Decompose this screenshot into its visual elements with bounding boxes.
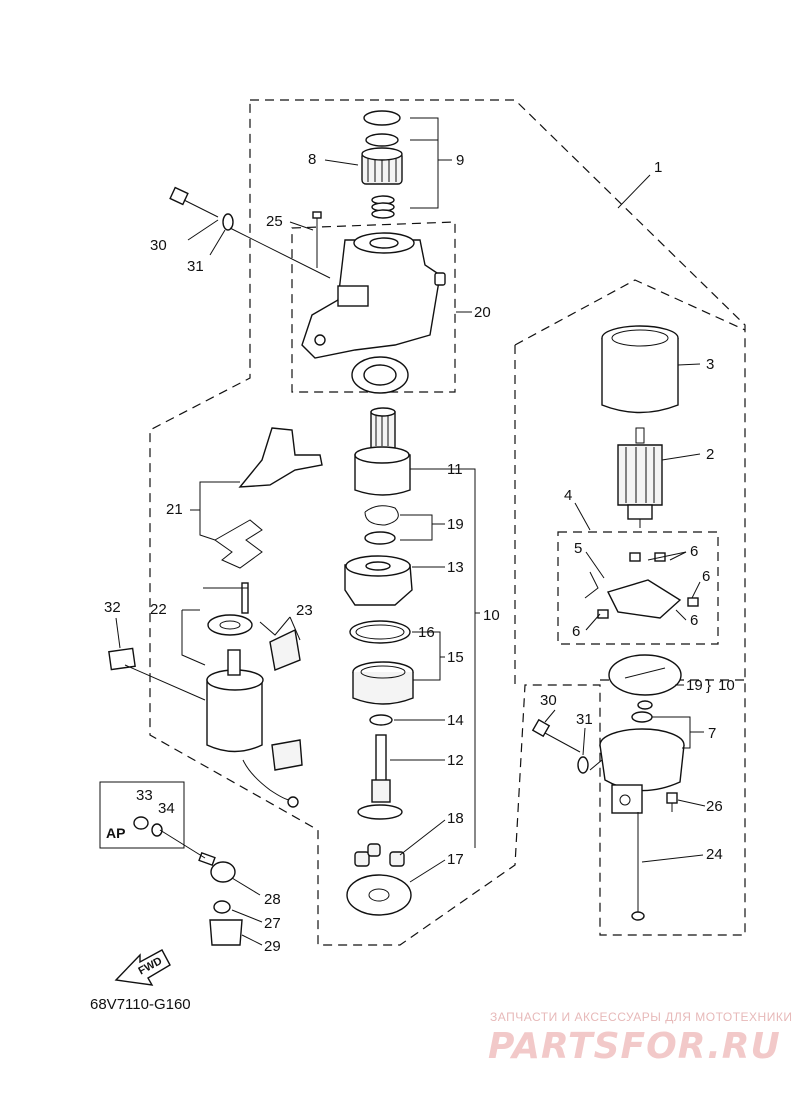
diagram-code: 68V7110-G160 [90, 996, 191, 1013]
callout-30-top: 30 [150, 237, 167, 254]
internal-gear [352, 661, 414, 705]
ring-bottom [365, 133, 399, 147]
bolt-30-top [169, 186, 219, 218]
lead-wire [242, 759, 291, 801]
end-cover [599, 728, 685, 814]
callout-24: 24 [706, 846, 723, 863]
callout-12: 12 [447, 752, 464, 769]
callout-13: 13 [447, 559, 464, 576]
screw-26 [666, 792, 678, 812]
callout-3: 3 [706, 356, 714, 373]
callout-8: 8 [308, 151, 316, 168]
thrust-washer-2 [631, 711, 653, 723]
label-plate [108, 647, 136, 671]
callout-1: 1 [654, 159, 662, 176]
callout-27: 27 [264, 915, 281, 932]
callout-31-right: 31 [576, 711, 593, 728]
washer-31-right [577, 756, 589, 774]
callout-30-right: 30 [540, 692, 557, 709]
callout-19-right: 19 [686, 677, 703, 694]
callout-32: 32 [104, 599, 121, 616]
sleeve-bearing [369, 714, 393, 726]
watermark-tagline: ЗАПЧАСТИ И АКСЕССУАРЫ ДЛЯ МОТОТЕХНИКИ [490, 1010, 792, 1024]
callout-14: 14 [447, 712, 464, 729]
magnetic-switch [206, 582, 264, 753]
shift-lever [214, 427, 323, 569]
callout-28: 28 [264, 891, 281, 908]
planet-gears [354, 843, 405, 867]
gear-case [344, 555, 413, 606]
o-ring [349, 620, 411, 644]
callout-33: 33 [136, 787, 153, 804]
brush-holder [584, 552, 699, 619]
wire-terminal [287, 796, 299, 808]
ap-box-label: AP [106, 825, 125, 841]
terminal-bolt [198, 851, 236, 883]
callout-15: 15 [447, 649, 464, 666]
armature [617, 427, 663, 528]
yoke [601, 325, 679, 414]
callout-4: 4 [564, 487, 572, 504]
bolt-30-right [531, 718, 581, 753]
callout-22: 22 [150, 601, 167, 618]
pinion-shaft [357, 734, 403, 820]
return-spring [371, 195, 395, 219]
callout-11: 11 [447, 461, 463, 478]
callout-10: 10 [483, 607, 500, 624]
plate [346, 874, 412, 916]
callout-34: 34 [158, 800, 175, 817]
callout-6a: 6 [690, 543, 698, 560]
callout-6c: 6 [572, 623, 580, 640]
callout-23: 23 [296, 602, 313, 619]
callout-6d: 6 [690, 612, 698, 629]
washer-31-top [222, 213, 234, 231]
callout-10-right: 10 [718, 677, 735, 694]
overrunning-clutch [354, 407, 411, 496]
watermark-brand: PARTSFOR.RU [488, 1026, 781, 1067]
brake-disc [608, 654, 682, 696]
ap-box [99, 781, 185, 849]
assembly-boundary [149, 99, 746, 946]
thrust-washer-1 [637, 700, 653, 710]
callout-25: 25 [266, 213, 283, 230]
callout-19: 19 [447, 516, 464, 533]
callout-16: 16 [418, 624, 435, 641]
callout-26: 26 [706, 798, 723, 815]
bracket-19-10: } [706, 677, 711, 694]
inner-boundary [514, 279, 746, 346]
callout-18: 18 [447, 810, 464, 827]
drive-housing [301, 232, 446, 359]
bolt-25 [312, 211, 322, 268]
callout-21: 21 [166, 501, 183, 518]
drive-housing-subgroup-boundary [291, 221, 456, 393]
cap-29 [209, 919, 243, 946]
ring-top [363, 110, 401, 126]
brush-holder-subgroup-boundary [557, 531, 719, 645]
fwd-arrow-icon [114, 949, 171, 986]
nut-27 [213, 900, 231, 914]
callout-31-top: 31 [187, 258, 204, 275]
rubber-boots [269, 628, 303, 771]
callout-17: 17 [447, 851, 464, 868]
nut-33 [133, 816, 149, 830]
callout-7: 7 [708, 725, 716, 742]
callout-5: 5 [574, 540, 582, 557]
bearing [351, 356, 409, 394]
leader-lines [115, 117, 706, 946]
callout-20: 20 [474, 304, 491, 321]
washer-19 [364, 531, 396, 545]
callout-2: 2 [706, 446, 714, 463]
callout-29: 29 [264, 938, 281, 955]
washer-34 [151, 823, 163, 837]
through-bolt [631, 812, 645, 921]
callout-6b: 6 [702, 568, 710, 585]
snap-ring [364, 505, 399, 526]
pinion-gear [361, 147, 403, 185]
callout-9: 9 [456, 152, 464, 169]
